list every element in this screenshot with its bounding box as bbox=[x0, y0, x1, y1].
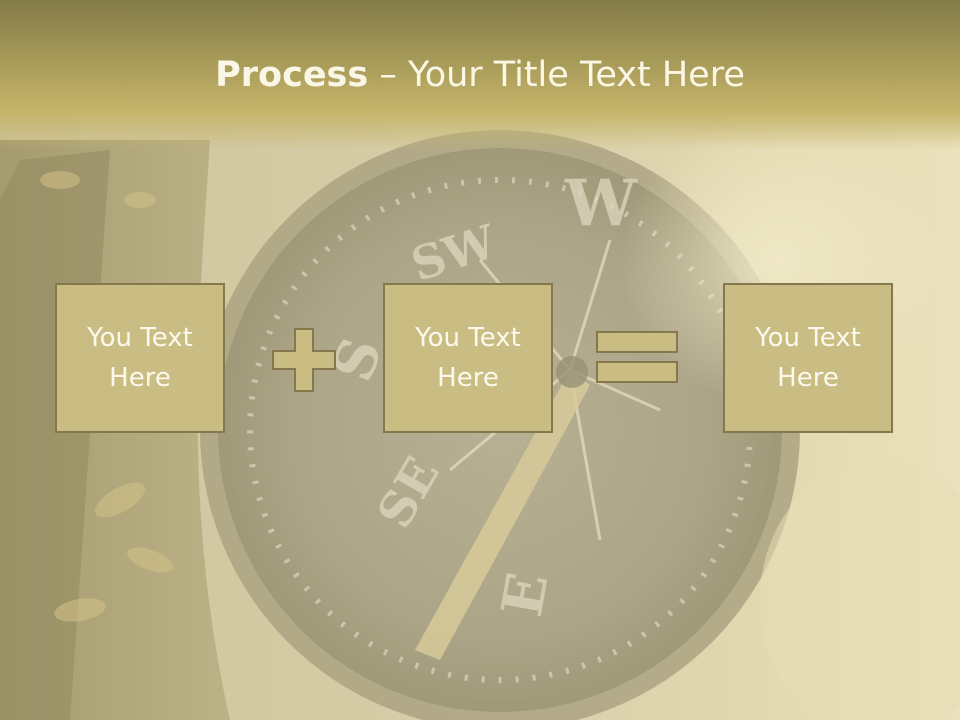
slide-title: Process – Your Title Text Here bbox=[0, 50, 960, 100]
equals-icon bbox=[596, 331, 678, 383]
plus-icon bbox=[272, 328, 336, 392]
title-band bbox=[0, 0, 960, 150]
process-box-3-text: You Text Here bbox=[755, 323, 861, 393]
title-rest: – Your Title Text Here bbox=[368, 55, 745, 95]
process-box-1[interactable]: You Text Here bbox=[55, 283, 225, 433]
process-box-3[interactable]: You Text Here bbox=[723, 283, 893, 433]
title-bold: Process bbox=[215, 55, 369, 95]
process-box-2-text: You Text Here bbox=[415, 323, 521, 393]
process-box-1-text: You Text Here bbox=[87, 323, 193, 393]
process-box-2[interactable]: You Text Here bbox=[383, 283, 553, 433]
